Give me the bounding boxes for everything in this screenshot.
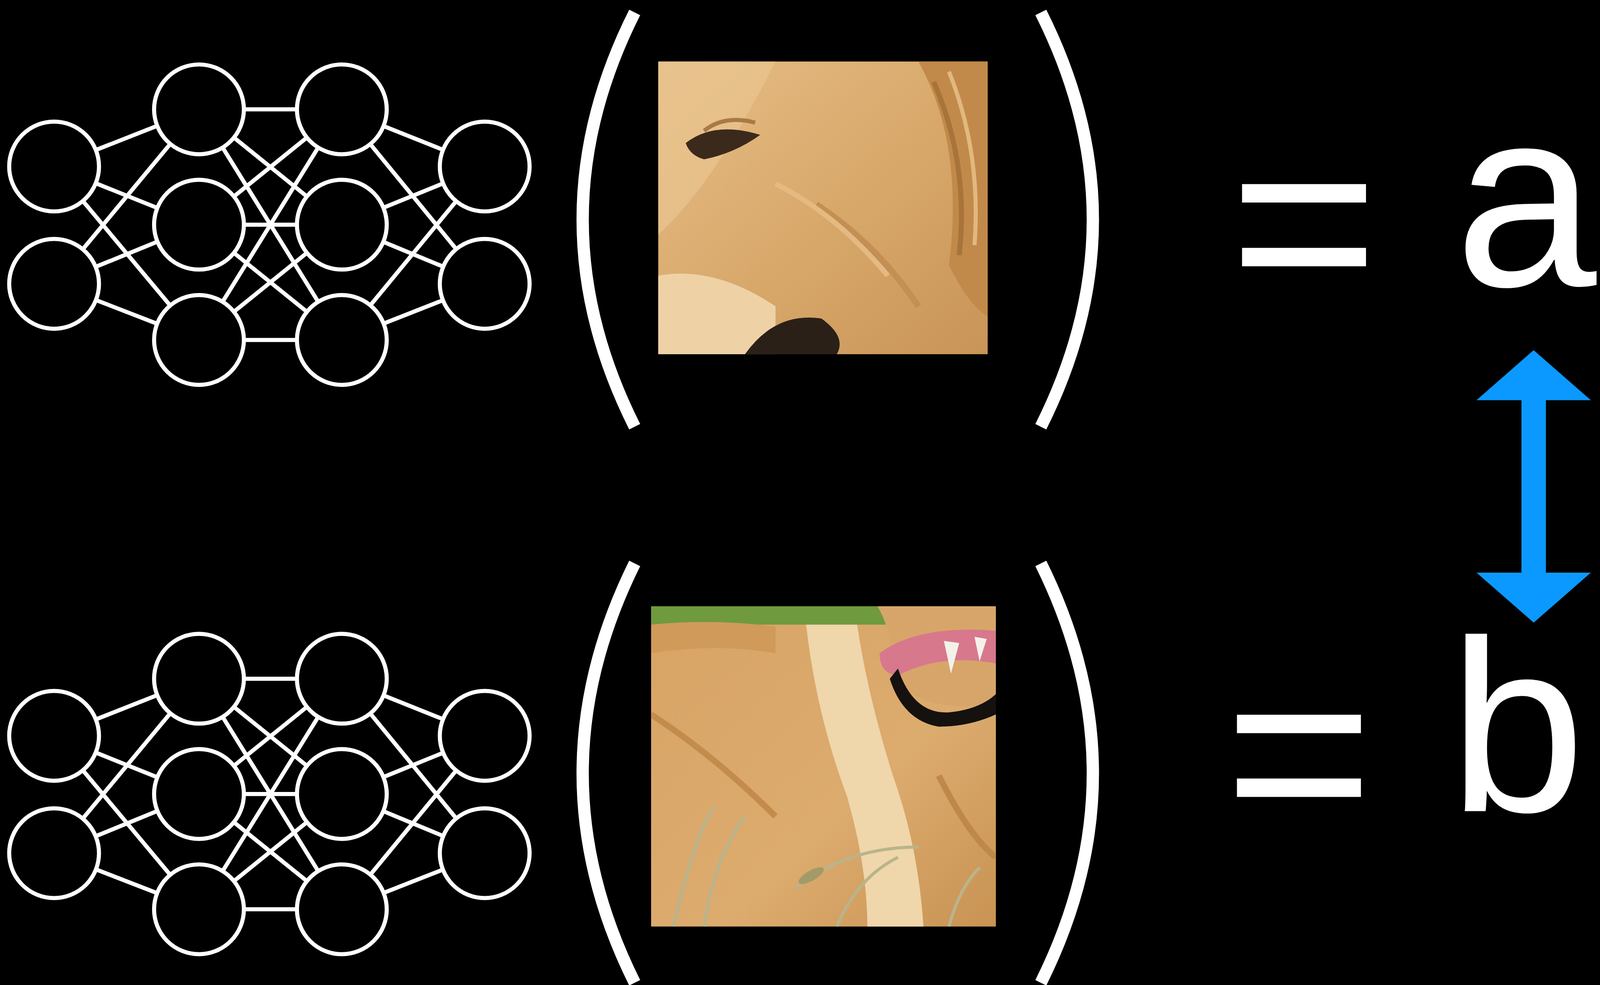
network-neuron	[154, 179, 244, 270]
network-icon	[9, 64, 530, 386]
equals-sign: =	[1229, 93, 1379, 350]
left-paren	[582, 563, 635, 983]
network-neuron	[296, 64, 387, 155]
output-label: b	[1449, 604, 1586, 849]
network-neuron	[439, 239, 530, 329]
right-paren	[1040, 12, 1093, 427]
double-arrow	[1476, 350, 1591, 623]
left-paren	[582, 12, 635, 427]
network-neuron	[154, 749, 244, 839]
network-neuron	[296, 295, 387, 385]
output-label: a	[1454, 70, 1597, 326]
network-neuron	[296, 749, 387, 839]
network-neuron	[9, 239, 99, 329]
parentheses	[582, 12, 1093, 983]
network-neuron	[9, 691, 99, 781]
network-neuron	[154, 295, 244, 385]
dog-crop-top	[658, 61, 988, 355]
network-icon	[9, 633, 530, 955]
network-neuron	[154, 64, 244, 155]
network-neuron	[9, 808, 99, 899]
network-neuron	[439, 121, 530, 212]
neural-network-icons	[9, 64, 530, 955]
equals-sign: =	[1224, 624, 1374, 880]
network-neuron	[154, 864, 244, 955]
network-neuron	[439, 691, 530, 781]
network-neuron	[439, 808, 530, 899]
right-paren	[1040, 563, 1093, 983]
network-neuron	[296, 864, 387, 955]
network-neuron	[154, 633, 244, 724]
network-neuron	[296, 179, 387, 270]
dog-crop-bottom	[651, 606, 996, 927]
network-neuron	[296, 633, 387, 724]
network-neuron	[9, 121, 99, 212]
